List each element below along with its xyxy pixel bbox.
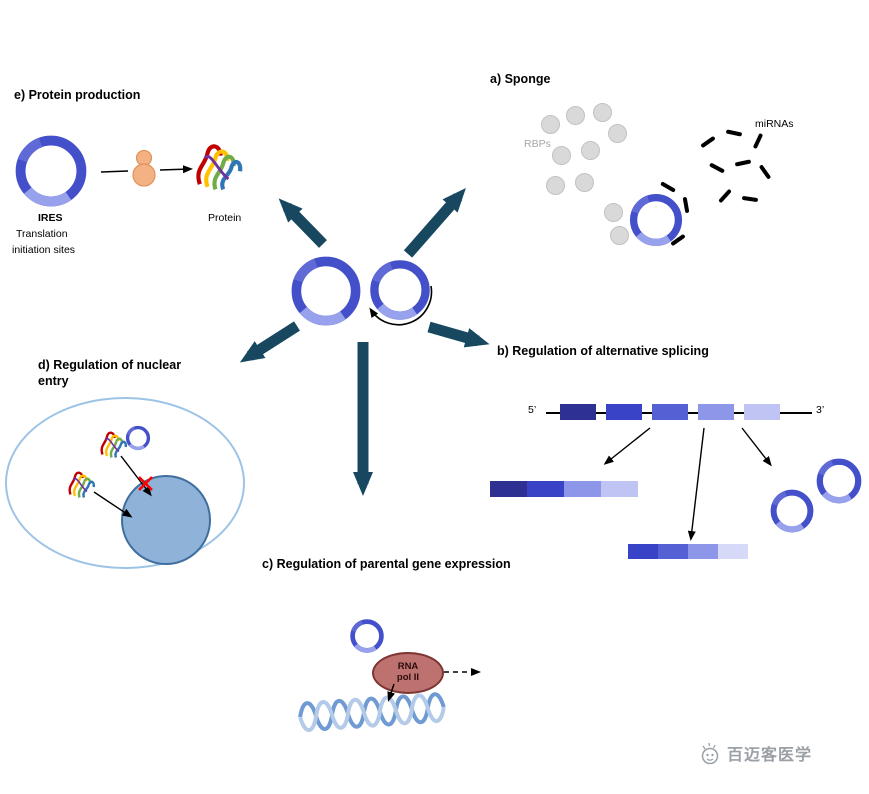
rbp-circle (546, 176, 565, 195)
section-c-title: c) Regulation of parental gene expressio… (262, 557, 511, 571)
segment (601, 481, 638, 497)
mirna-dash-bound (660, 181, 676, 193)
ires-label: IRES (38, 212, 63, 224)
protein-ribbon-icon-small (68, 471, 96, 499)
dna-helix (298, 692, 446, 733)
translation-arrow (159, 165, 193, 174)
three-prime-label: 3’ (816, 404, 825, 416)
spliced-transcript-1 (490, 481, 638, 497)
rbp-circle (566, 106, 585, 125)
spliced-transcript-2 (628, 544, 748, 559)
section-e-title: e) Protein production (14, 88, 141, 102)
splice-arrow-2 (687, 427, 705, 541)
mirna-dash (734, 159, 752, 167)
section-a-title: a) Sponge (490, 72, 551, 86)
mirna-dash (708, 162, 726, 174)
circrna-nuclear-ring (125, 425, 151, 451)
segment (527, 481, 564, 497)
gene-exon-track (560, 404, 780, 420)
mirna-dash (741, 195, 759, 203)
rbp-circle (552, 146, 571, 165)
segment (658, 544, 688, 559)
translation-label: Translation (16, 228, 68, 240)
circrna-splice-product-2 (815, 457, 863, 505)
watermark-text: 百迈客医学 (727, 747, 813, 764)
segment (652, 404, 688, 420)
segment (718, 544, 748, 559)
rbp-circle (581, 141, 600, 160)
rbp-circle (593, 103, 612, 122)
segment (490, 481, 527, 497)
segment (698, 404, 734, 420)
protein-ribbon-icon-small (100, 431, 128, 459)
mirna-dash (700, 135, 716, 149)
ribosome-icon (132, 149, 156, 187)
arrow-to-sponge (403, 187, 466, 258)
circrna-splice-product-1 (769, 488, 815, 534)
rbps-label: RBPs (524, 138, 551, 150)
cell-membrane (5, 397, 245, 569)
mirna-dash (752, 132, 764, 150)
rna-pol-ii-label-1: RNA (397, 661, 419, 673)
rbp-circle (575, 173, 594, 192)
rna-pol-ii-label-2: pol II (396, 672, 420, 683)
rbp-circle (604, 203, 623, 222)
rbp-circle (541, 115, 560, 134)
segment (688, 544, 718, 559)
arrow-to-nuclear-entry (239, 321, 300, 363)
rbp-circle (608, 124, 627, 143)
watermark: 百迈客医学 (697, 740, 812, 766)
splice-arrow-1 (603, 427, 651, 465)
arrow-to-splicing (427, 321, 490, 348)
segment (606, 404, 642, 420)
segment (628, 544, 658, 559)
circrna-ires-ring (13, 133, 89, 209)
segment (564, 481, 601, 497)
section-b-title: b) Regulation of alternative splicing (497, 344, 709, 358)
mirna-dash (725, 129, 743, 137)
five-prime-label: 5’ (528, 404, 537, 416)
rna-pol-ii: RNA pol II (372, 652, 444, 694)
mirnas-label: miRNAs (755, 118, 794, 130)
splice-arrow-3 (741, 427, 772, 467)
protein-ribbon-icon (192, 138, 244, 194)
mirna-dash (758, 164, 772, 180)
watermark-logo-icon (701, 742, 719, 765)
segment (744, 404, 780, 420)
rbp-circle (610, 226, 629, 245)
protein-label: Protein (208, 212, 242, 224)
segment (560, 404, 596, 420)
circrna-promoter-ring (349, 618, 385, 654)
mirna-dash (718, 188, 732, 204)
section-d-title: d) Regulation of nuclear entry (38, 358, 182, 388)
circrna-center-right (368, 258, 432, 322)
nucleus (121, 475, 211, 565)
translation-arrow-tail (100, 170, 129, 173)
initiation-sites-label: initiation sites (12, 244, 76, 256)
circrna-center-left (289, 254, 363, 328)
arrow-to-protein-production (278, 198, 327, 248)
